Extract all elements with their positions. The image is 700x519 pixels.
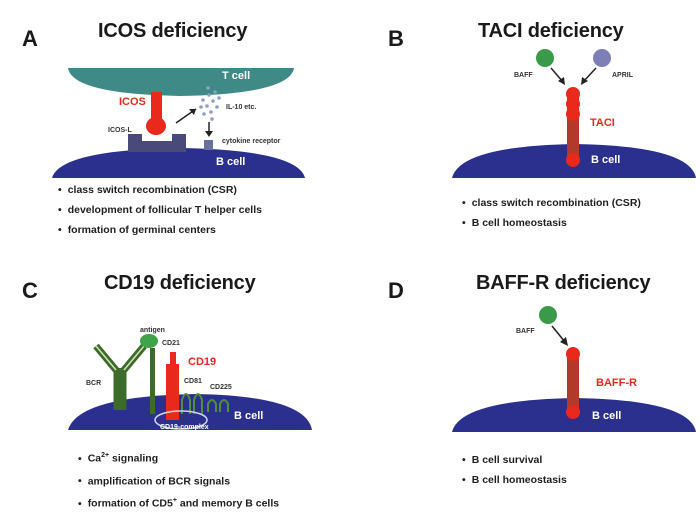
list-item: class switch recombination (CSR) bbox=[462, 193, 641, 213]
b-cell-label: B cell bbox=[592, 410, 622, 422]
list-item: B cell homeostasis bbox=[462, 470, 567, 490]
cytokine-label: IL-10 etc. bbox=[226, 104, 257, 111]
list-item: B cell homeostasis bbox=[462, 213, 641, 233]
panel-letter: A bbox=[22, 26, 38, 51]
list-item: development of follicular T helper cells bbox=[58, 200, 262, 220]
b-cell-label: B cell bbox=[591, 154, 621, 166]
cd81-loop bbox=[181, 393, 203, 414]
cd225-loop bbox=[207, 399, 229, 412]
cd19-label: CD19 bbox=[188, 356, 217, 368]
april-ligand bbox=[593, 49, 611, 67]
cytokine-dots bbox=[199, 86, 221, 121]
t-cell-membrane bbox=[68, 68, 294, 96]
cytokine-receptor bbox=[204, 140, 213, 150]
list-item: Ca2+ signaling bbox=[78, 446, 279, 469]
icos-stalk bbox=[151, 92, 162, 124]
baff-label: BAFF bbox=[516, 328, 535, 335]
baff-label: BAFF bbox=[514, 72, 533, 79]
cd19-diagram bbox=[68, 334, 312, 430]
panel-letter: B bbox=[388, 26, 404, 51]
b-cell-label: B cell bbox=[234, 410, 264, 422]
baff-r-diagram bbox=[452, 306, 696, 432]
list-item: B cell survival bbox=[462, 450, 567, 470]
baff-r-domains bbox=[566, 347, 580, 419]
cd21-stalk bbox=[150, 348, 155, 414]
t-cell-label: T cell bbox=[222, 70, 251, 82]
cd21-label: CD21 bbox=[162, 340, 180, 347]
taci-domains bbox=[566, 87, 580, 167]
cd19-complex-outline bbox=[154, 410, 208, 430]
cd81-label: CD81 bbox=[184, 378, 202, 385]
panel-letter: C bbox=[22, 278, 38, 303]
taci-diagram bbox=[452, 49, 696, 178]
function-list: B cell survival B cell homeostasis bbox=[462, 450, 567, 490]
antigen-label: antigen bbox=[140, 327, 165, 334]
icos-head bbox=[146, 117, 166, 135]
b-cell-label: B cell bbox=[216, 156, 246, 168]
panel-baff-r-deficiency: D BAFF-R deficiency BAFF BAFF-R B cell B… bbox=[350, 260, 700, 519]
icos-diagram bbox=[52, 68, 305, 178]
april-label: APRIL bbox=[612, 72, 633, 79]
panel-letter: D bbox=[388, 278, 404, 303]
baff-ligand bbox=[539, 306, 557, 324]
cd225-label: CD225 bbox=[210, 384, 232, 391]
list-item: amplification of BCR signals bbox=[78, 469, 279, 492]
cd19-bar bbox=[166, 364, 179, 420]
panel-title: CD19 deficiency bbox=[104, 272, 256, 294]
list-item: formation of germinal centers bbox=[58, 220, 262, 240]
panel-icos-deficiency: A ICOS deficiency T cell ICOS IL-10 etc.… bbox=[0, 0, 350, 259]
bcr-label: BCR bbox=[86, 380, 102, 387]
baff-r-stalk bbox=[567, 354, 579, 412]
cytokine-receptor-label: cytokine receptor bbox=[222, 138, 281, 145]
panel-title: BAFF-R deficiency bbox=[476, 272, 651, 294]
panel-title: TACI deficiency bbox=[478, 20, 624, 42]
panel-taci-deficiency: B TACI deficiency BAFF APRIL TACI B cell… bbox=[350, 0, 700, 259]
panel-cd19-deficiency: C CD19 deficiency antigen CD21 CD19 BCR … bbox=[0, 260, 350, 519]
icos-l-label: ICOS-L bbox=[108, 127, 132, 134]
antigen bbox=[140, 334, 158, 348]
panel-title: ICOS deficiency bbox=[98, 20, 248, 42]
function-list: class switch recombination (CSR) B cell … bbox=[462, 193, 641, 233]
baff-ligand bbox=[536, 49, 554, 67]
taci-label: TACI bbox=[590, 117, 615, 129]
b-cell-membrane bbox=[52, 148, 305, 178]
icos-ligand bbox=[128, 134, 186, 152]
baff-r-label: BAFF-R bbox=[596, 377, 637, 389]
list-item: formation of CD5+ and memory B cells bbox=[78, 491, 279, 514]
cd19-complex-label: CD19-complex bbox=[160, 424, 209, 431]
list-item: class switch recombination (CSR) bbox=[58, 180, 262, 200]
function-list: Ca2+ signaling amplification of BCR sign… bbox=[78, 446, 279, 514]
function-list: class switch recombination (CSR) develop… bbox=[58, 180, 262, 240]
icos-label: ICOS bbox=[119, 96, 146, 108]
